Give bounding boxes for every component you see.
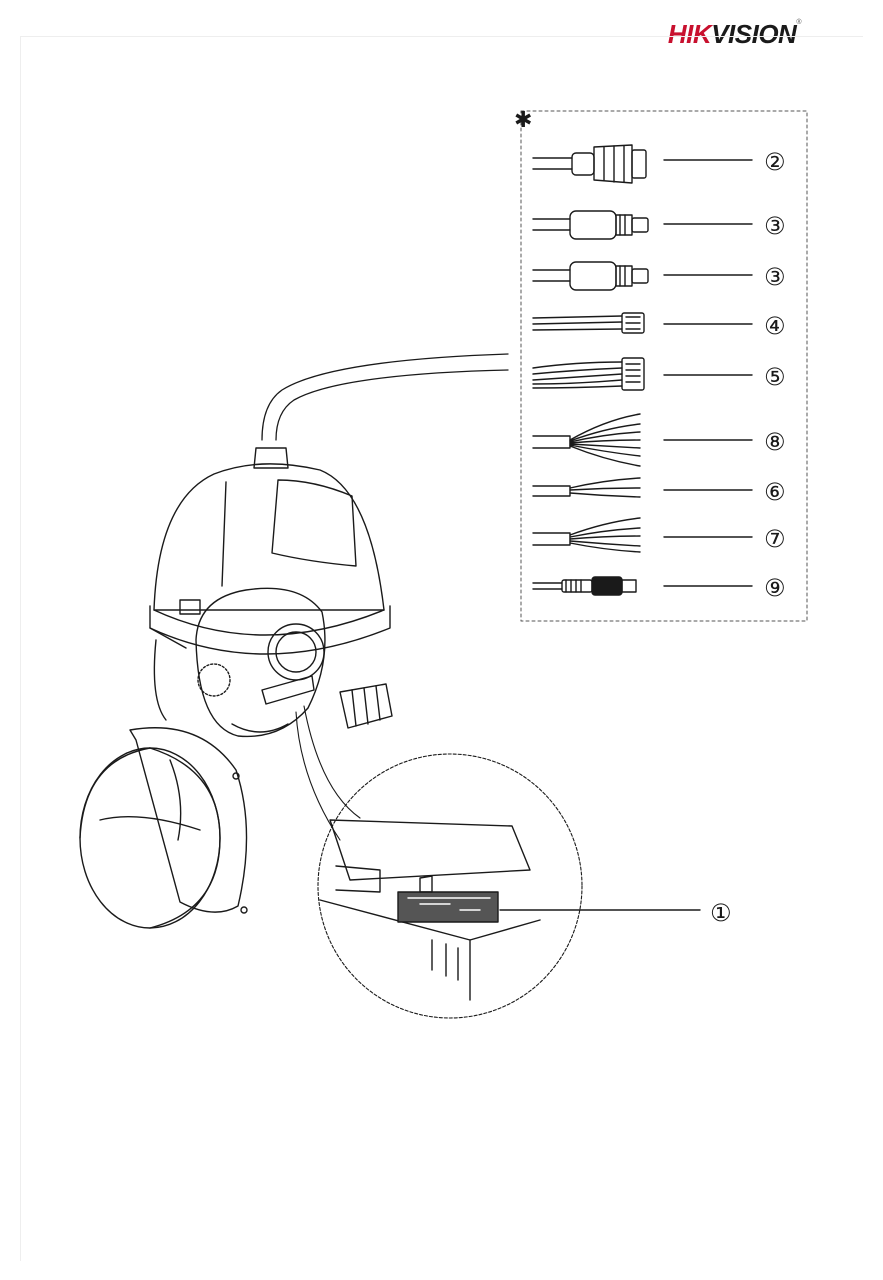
- cable-terminal-small: [533, 313, 752, 333]
- callout-3a: ③: [764, 212, 786, 240]
- ptz-camera: [150, 448, 392, 736]
- cable-multi-wire: [533, 414, 752, 466]
- callout-2: ②: [764, 148, 786, 176]
- callout-5: ⑤: [764, 363, 786, 391]
- callout-8: ⑧: [764, 428, 786, 456]
- callout-6: ⑥: [764, 478, 786, 506]
- cable-wire-six: [533, 478, 752, 497]
- cable-video-connector-b: [533, 262, 752, 290]
- callout-1: ①: [710, 899, 732, 927]
- optional-asterisk: ✱: [514, 108, 532, 133]
- callout-7: ⑦: [764, 525, 786, 553]
- cable-power-plug: [533, 577, 752, 595]
- dome-cover: [80, 640, 247, 928]
- cable-wire-seven: [533, 518, 752, 552]
- callout-4: ④: [764, 312, 786, 340]
- callout-3b: ③: [764, 263, 786, 291]
- cable-terminal-large: [533, 358, 752, 390]
- detail-magnifier: [296, 706, 700, 1018]
- cable-network-connector: [533, 145, 752, 183]
- cable-video-connector-a: [533, 211, 752, 239]
- callout-9: ⑨: [764, 574, 786, 602]
